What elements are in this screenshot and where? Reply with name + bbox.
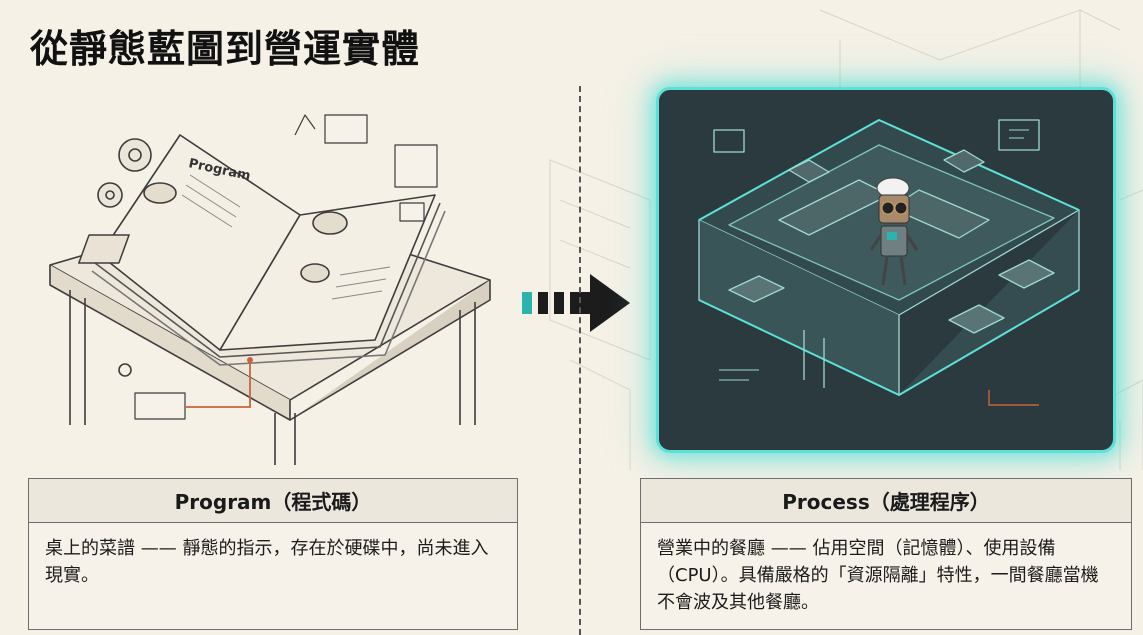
program-card-description: 桌上的菜譜 —— 靜態的指示，存在於硬碟中，尚未進入現實。 — [45, 538, 489, 586]
program-card: Program（程式碼） 桌上的菜譜 —— 靜態的指示，存在於硬碟中，尚未進入現… — [28, 478, 518, 630]
kitchen-icon — [698, 119, 1080, 406]
section-divider — [579, 86, 581, 635]
process-card-title: Process（處理程序） — [641, 479, 1131, 523]
open-book-illustration: Program — [49, 114, 491, 465]
restaurant-process-illustration — [656, 87, 1116, 453]
process-card: Process（處理程序） 營業中的餐廳 —— 佔用空間（記憶體）、使用設備（C… — [640, 478, 1132, 630]
process-card-description: 營業中的餐廳 —— 佔用空間（記憶體）、使用設備（CPU）。具備嚴格的「資源隔離… — [657, 538, 1099, 613]
arrow-right-icon — [522, 274, 630, 332]
chef-robot-icon — [869, 177, 919, 286]
page-title: 從靜態藍圖到營運實體 — [30, 27, 421, 71]
background-sketch-lines — [549, 9, 1143, 470]
program-card-title: Program（程式碼） — [29, 479, 517, 523]
